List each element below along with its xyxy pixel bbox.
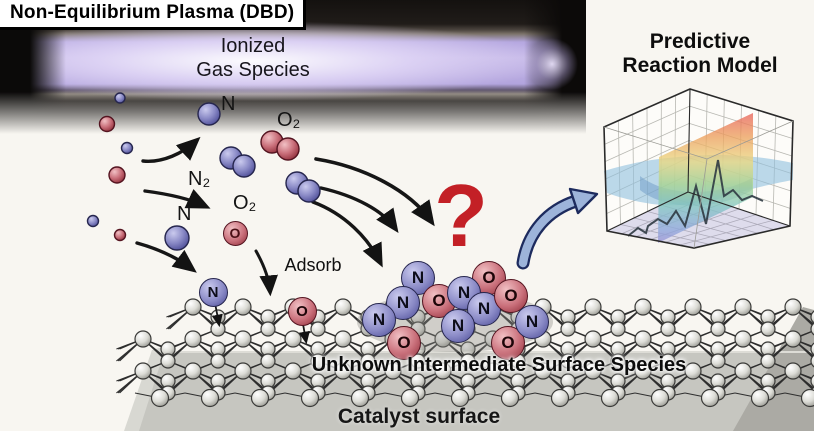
adsorbate-sphere-n: N (441, 309, 475, 343)
label-n2-molecule: N₂ (188, 168, 211, 190)
reaction-model-plot (603, 88, 794, 249)
small-n-dot (86, 214, 100, 228)
small-o-dot (108, 166, 126, 184)
small-n-dot (120, 141, 134, 155)
ionized-gas-label-line1: Ionized (220, 35, 286, 57)
adsorbate-sphere-o: O (287, 296, 317, 326)
small-o-dot (98, 115, 116, 133)
reaction-plane (658, 113, 753, 243)
adsorbate-sphere-o: O (387, 326, 421, 360)
question-mark: ? (434, 166, 488, 265)
adsorb-label: Adsorb (284, 255, 342, 275)
arrow-n2-split (143, 188, 211, 209)
small-o-dot (113, 228, 127, 242)
model-arrow (516, 187, 599, 270)
reaction-path-line (627, 159, 764, 237)
arrow-o-into-lattice (298, 323, 310, 345)
n-atom (197, 102, 221, 126)
arrow-long-3 (311, 200, 383, 268)
n-atom (164, 225, 190, 251)
predictive-model-label-line1: Predictive (649, 30, 751, 53)
label-o2-molecule: O₂ (277, 109, 301, 131)
arrow-to-n-atom (141, 136, 201, 163)
o2-molecule-atom (276, 137, 300, 161)
adsorbate-sphere-n: N (362, 303, 396, 337)
catalyst-surface-label: Catalyst surface (337, 405, 501, 428)
label-o2-atom: O₂ (233, 192, 257, 214)
small-n-dot (114, 92, 126, 104)
plot-box-edges (603, 88, 794, 249)
arrow-adsorb (254, 249, 278, 297)
ionized-gas-label-line2: Gas Species (196, 59, 310, 81)
gas-flow-arrows (135, 136, 435, 345)
figure-title: Non-Equilibrium Plasma (DBD) (0, 0, 307, 30)
n2-molecule-atom (297, 179, 321, 203)
gas-molecules (86, 92, 321, 251)
adsorbate-sphere-n: N (198, 277, 228, 307)
adsorbate-sphere-o: O (222, 220, 248, 246)
arrow-long-1 (314, 157, 435, 227)
arrow-to-surface-left (135, 241, 197, 273)
adsorbate-sphere-o: O (494, 279, 528, 313)
label-n-atom-2: N (177, 203, 192, 225)
arrow-long-2 (319, 186, 399, 233)
label-n-atom: N (221, 93, 236, 115)
adsorbate-sphere-o: O (491, 326, 525, 360)
unknown-species-label: Unknown Intermediate Surface Species (311, 354, 687, 376)
predictive-model-label-line2: Reaction Model (622, 54, 778, 77)
n2-molecule-atom (232, 154, 256, 178)
arrow-n-into-lattice (211, 302, 223, 328)
adsorbate-sphere-n: N (515, 305, 549, 339)
